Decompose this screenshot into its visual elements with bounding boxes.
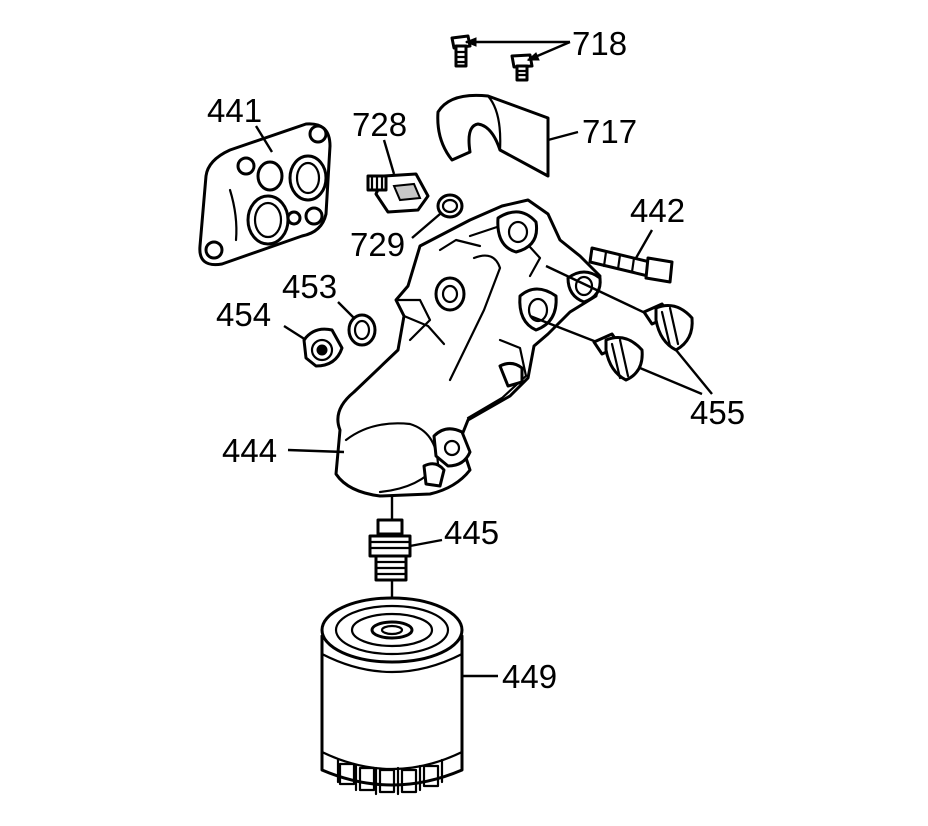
- part-441-gasket: [198, 122, 332, 267]
- part-449-oil-filter: [320, 580, 464, 796]
- leader-728: [382, 139, 396, 175]
- label-455: 455: [690, 394, 745, 431]
- part-444-oil-filter-adapter: [334, 198, 602, 498]
- label-444: 444: [222, 432, 277, 469]
- leader-454: [283, 324, 307, 342]
- leader-442: [634, 229, 654, 259]
- bolt-718-left: [450, 34, 472, 68]
- part-442-bolt: [588, 246, 674, 284]
- part-445-threaded-nipple: [368, 496, 412, 582]
- label-718: 718: [572, 25, 627, 62]
- label-453: 453: [282, 268, 337, 305]
- label-728: 728: [352, 106, 407, 143]
- part-454-plug: [302, 327, 344, 368]
- label-442: 442: [630, 192, 685, 229]
- label-729: 729: [350, 226, 405, 263]
- label-441: 441: [207, 92, 262, 129]
- leader-444: [287, 448, 345, 454]
- leader-453: [337, 301, 355, 319]
- label-717: 717: [582, 113, 637, 150]
- part-455-fittings: [529, 264, 694, 382]
- part-728-sensor: [366, 172, 430, 214]
- leader-455: [639, 349, 713, 396]
- part-717-heat-shield: [436, 93, 550, 178]
- label-449: 449: [502, 658, 557, 695]
- leader-729: [411, 213, 441, 239]
- label-445: 445: [444, 514, 499, 551]
- leader-445: [409, 538, 443, 548]
- label-454: 454: [216, 296, 271, 333]
- leader-718: [464, 37, 571, 62]
- part-453-washer: [347, 313, 377, 347]
- fitting-455-lower: [592, 332, 644, 382]
- part-729-o-ring: [436, 193, 464, 219]
- leader-717: [547, 130, 579, 142]
- leader-441: [254, 125, 274, 153]
- part-718-bolts: [450, 34, 534, 82]
- fitting-455-upper: [642, 302, 694, 352]
- bolt-718-right: [510, 53, 534, 82]
